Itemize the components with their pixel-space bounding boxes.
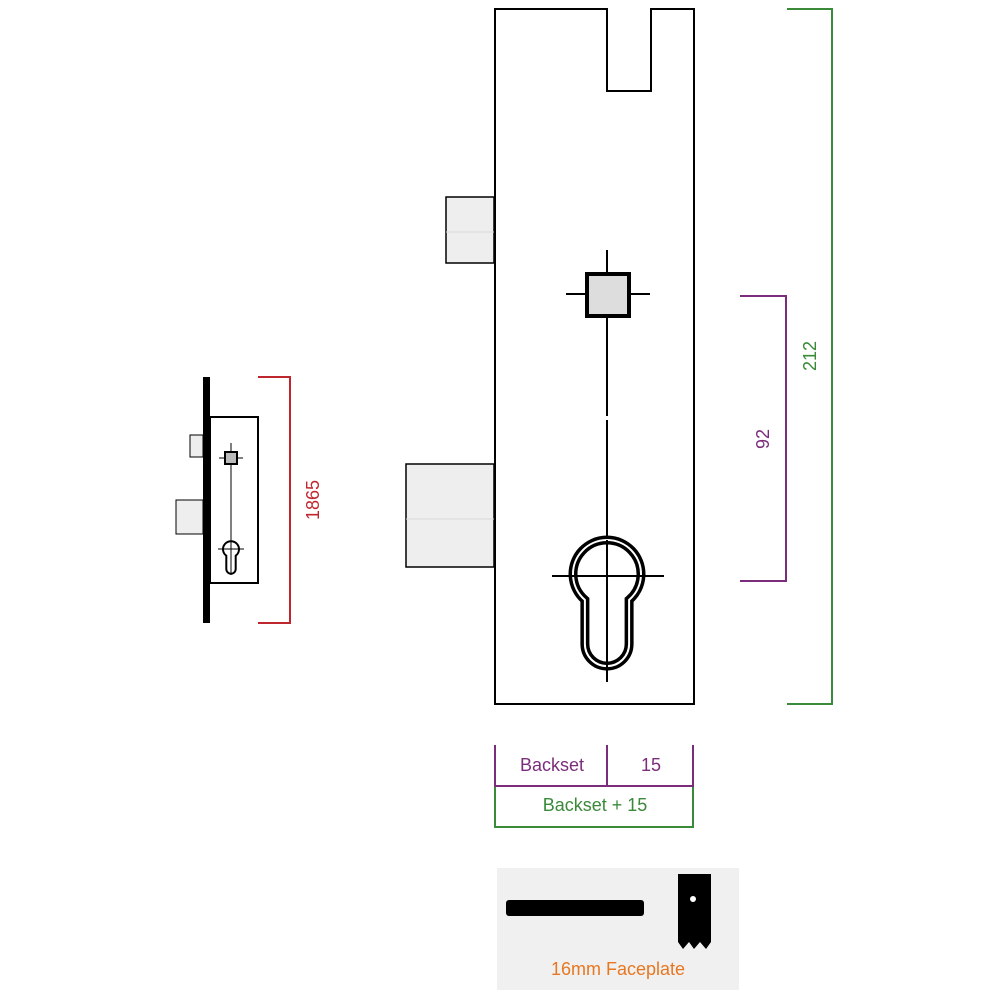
small-lock-view bbox=[175, 377, 259, 623]
purple-centres-bracket bbox=[740, 295, 787, 582]
small-latch-bolt bbox=[189, 434, 204, 458]
small-euro-cylinder bbox=[222, 540, 240, 575]
small-lock-body bbox=[209, 416, 259, 584]
offset-label: 15 bbox=[641, 755, 661, 775]
total-height-label: 212 bbox=[800, 341, 820, 371]
small-faceplate bbox=[203, 377, 210, 623]
euro-cylinder-inner-line bbox=[572, 539, 642, 668]
large-latch-bolt bbox=[445, 196, 495, 264]
centres-dimension: 92 bbox=[740, 295, 787, 582]
green-height-bracket bbox=[787, 8, 833, 705]
faceplate-panel: 16mm Faceplate bbox=[497, 868, 739, 990]
faceplate-end-view bbox=[678, 874, 711, 949]
small-spindle-square bbox=[224, 451, 238, 465]
centres-label: 92 bbox=[753, 429, 773, 449]
small-height-label: 1865 bbox=[303, 480, 323, 520]
backset-dimension: Backset 15 Backset + 15 bbox=[494, 745, 694, 828]
purple-backset-bracket bbox=[494, 745, 694, 787]
small-dead-bolt bbox=[175, 499, 204, 535]
faceplate-caption: 16mm Faceplate bbox=[551, 959, 685, 979]
spindle-follower-square bbox=[585, 272, 631, 318]
faceplate-screw-hole bbox=[690, 896, 696, 902]
backset-total-label: Backset + 15 bbox=[543, 795, 648, 815]
large-lock-case bbox=[494, 8, 695, 705]
faceplate-side-view bbox=[506, 900, 644, 916]
total-height-dimension: 212 bbox=[787, 8, 833, 705]
large-dead-bolt bbox=[405, 463, 495, 568]
large-lock-view bbox=[405, 8, 695, 705]
green-backset-total-bracket bbox=[494, 787, 694, 828]
backset-label: Backset bbox=[520, 755, 584, 775]
red-dimension-bracket bbox=[258, 376, 291, 624]
small-height-dimension: 1865 bbox=[258, 376, 323, 624]
